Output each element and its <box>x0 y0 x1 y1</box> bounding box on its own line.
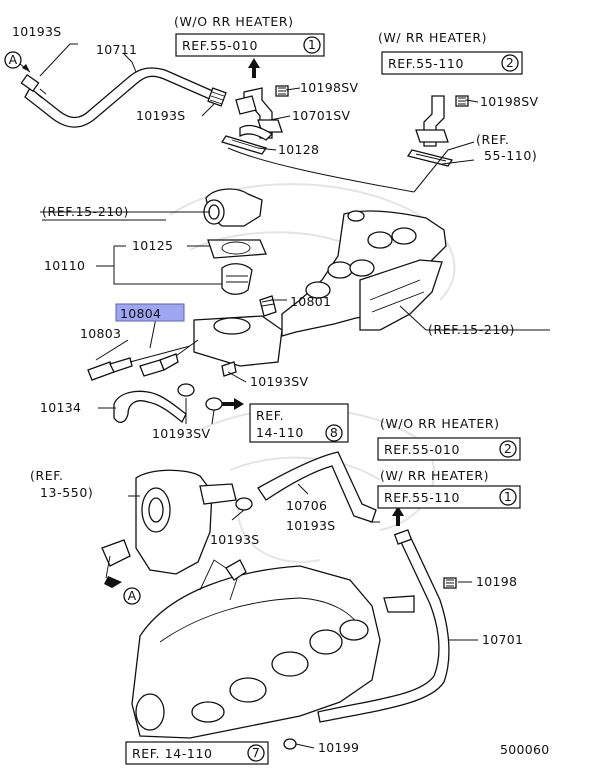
header-wo-rr-heater-mid: (W/O RR HEATER) <box>380 416 500 431</box>
ref-box-14-110-7[interactable]: REF. 14-110 7 <box>125 741 269 765</box>
ref-box-55-010-2-circle: 2 <box>504 441 512 456</box>
label-10193sv-right: 10193SV <box>250 374 308 389</box>
label-10125: 10125 <box>132 238 173 253</box>
hose-10134 <box>113 361 237 424</box>
ref-box-55-010-1-circle: 1 <box>308 37 316 52</box>
thermostat-housing-group <box>203 188 267 295</box>
ref-box-55-110-1[interactable]: REF.55-110 1 <box>377 485 521 509</box>
label-10193s-mid: 10193S <box>136 108 186 123</box>
label-10198: 10198 <box>476 574 517 589</box>
label-10801: 10801 <box>290 294 331 309</box>
highlight-10804-box <box>115 303 185 322</box>
label-10110: 10110 <box>44 258 85 273</box>
pipe-10701 <box>317 529 457 723</box>
hose-10706 <box>257 451 377 523</box>
ref-15-210-left: (REF.15-210) <box>42 204 129 219</box>
leader-lines <box>39 43 479 749</box>
label-10701: 10701 <box>482 632 523 647</box>
label-10193s-lower: 10193S <box>286 518 336 533</box>
label-10193s-throttle: 10193S <box>210 532 260 547</box>
ref-box-55-010-1-text: REF.55-010 <box>182 38 258 53</box>
label-10804: 10804 <box>120 306 161 321</box>
marker-a-top-text: A <box>9 52 18 67</box>
ref-box-55-010-2-text: REF.55-010 <box>384 442 460 457</box>
header-w-rr-heater-mid: (W/ RR HEATER) <box>380 468 489 483</box>
ref-box-14-110-7-circle: 7 <box>252 745 260 760</box>
ref-box-55-010-1[interactable]: REF.55-010 1 <box>175 33 325 57</box>
ref-55-110-paren-line2: 55-110) <box>484 148 537 163</box>
pipe-right-group <box>406 95 469 167</box>
label-10198sv-left: 10198SV <box>300 80 358 95</box>
label-10193sv-bottom: 10193SV <box>152 426 210 441</box>
intake-manifold-lower <box>131 559 381 739</box>
label-10804-highlight[interactable]: 10804 <box>115 303 185 322</box>
label-10134: 10134 <box>40 400 81 415</box>
ref-box-14-110-7-text: REF. 14-110 <box>132 746 213 761</box>
ref-box-14-110-8-line2: 14-110 <box>256 425 304 440</box>
marker-a-bottom-text: A <box>128 588 137 603</box>
ref-13-550-line1: (REF. <box>30 468 64 483</box>
label-10706: 10706 <box>286 498 327 513</box>
hose-10711-group <box>20 67 227 128</box>
ref-box-14-110-8-circle: 8 <box>330 425 338 440</box>
label-10198sv-right: 10198SV <box>480 94 538 109</box>
header-wo-rr-heater-top: (W/O RR HEATER) <box>174 14 294 29</box>
ref-55-110-paren-line1: (REF. <box>476 132 510 147</box>
sensors-group <box>87 339 199 381</box>
ref-box-14-110-8-line1: REF. <box>256 408 284 423</box>
gasket-10199 <box>283 738 297 750</box>
pipe-10701sv-group <box>220 58 289 155</box>
ref-box-55-110-2[interactable]: REF.55-110 2 <box>381 51 523 75</box>
label-10193s-top: 10193S <box>12 24 62 39</box>
ref-13-550-line2: 13-550) <box>40 485 93 500</box>
ref-box-55-010-2[interactable]: REF.55-010 2 <box>377 437 521 461</box>
intake-manifold-upper <box>281 210 447 337</box>
marker-a-top: A <box>4 51 31 73</box>
diagram-number: 500060 <box>500 742 550 757</box>
throttle-body-group <box>101 469 253 588</box>
label-10128: 10128 <box>278 142 319 157</box>
label-10701sv: 10701SV <box>292 108 350 123</box>
ref-box-55-110-2-circle: 2 <box>506 55 514 70</box>
ref-box-55-110-1-text: REF.55-110 <box>384 490 460 505</box>
marker-a-bottom: A <box>123 587 141 605</box>
water-outlet-plate <box>193 295 283 367</box>
ref-box-55-110-2-text: REF.55-110 <box>388 56 464 71</box>
label-10711: 10711 <box>96 42 137 57</box>
ref-box-14-110-8[interactable]: REF. 14-110 8 <box>249 403 349 443</box>
label-10199: 10199 <box>318 740 359 755</box>
label-10803: 10803 <box>80 326 121 341</box>
header-w-rr-heater-top: (W/ RR HEATER) <box>378 30 487 45</box>
ref-box-55-110-1-circle: 1 <box>504 489 512 504</box>
